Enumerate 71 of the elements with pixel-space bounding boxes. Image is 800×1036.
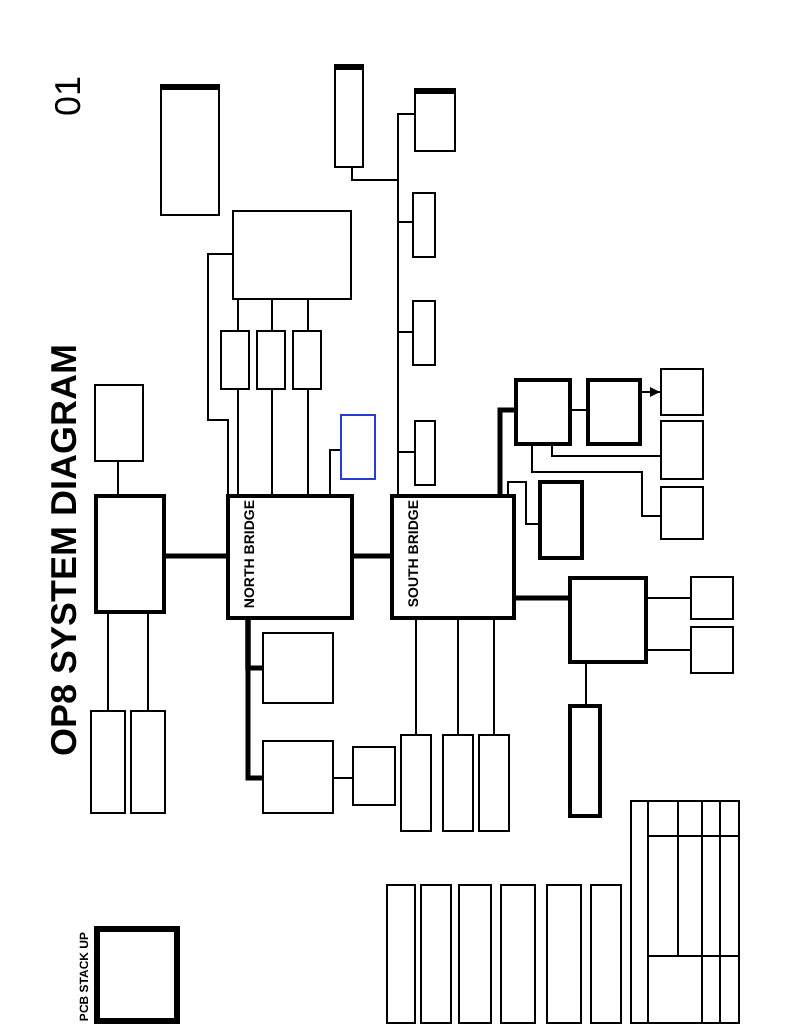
block-box bbox=[352, 746, 396, 806]
block-box bbox=[400, 734, 432, 832]
block-box bbox=[386, 884, 416, 1024]
connector-line bbox=[415, 619, 417, 735]
block-box bbox=[130, 710, 166, 814]
block-box bbox=[458, 884, 492, 1024]
block-box bbox=[442, 734, 474, 832]
block-box bbox=[262, 740, 334, 814]
block-box bbox=[568, 704, 602, 818]
connector-line bbox=[271, 299, 273, 331]
grid-table bbox=[630, 800, 740, 1024]
connector-line bbox=[271, 389, 273, 495]
connector-line bbox=[329, 449, 341, 495]
block-box bbox=[546, 884, 582, 1024]
block-box bbox=[262, 632, 334, 704]
connector-line bbox=[117, 461, 119, 495]
connector-line bbox=[237, 299, 239, 331]
bus-line bbox=[245, 620, 262, 781]
block-box bbox=[334, 64, 364, 168]
connector-line bbox=[641, 387, 661, 397]
block-box bbox=[420, 884, 452, 1024]
bus-line bbox=[497, 407, 514, 494]
block-box bbox=[500, 884, 536, 1024]
block-box bbox=[256, 330, 286, 390]
connector-line bbox=[307, 299, 309, 331]
block-box bbox=[414, 88, 456, 152]
block-box bbox=[568, 576, 648, 664]
block-box bbox=[94, 384, 144, 462]
connector-line bbox=[571, 409, 587, 411]
block-box bbox=[160, 84, 220, 216]
connector-line bbox=[647, 597, 691, 599]
block-box bbox=[538, 480, 584, 560]
block-box bbox=[660, 420, 704, 480]
block-box bbox=[660, 368, 704, 416]
block-box bbox=[90, 710, 126, 814]
block-box bbox=[414, 420, 436, 486]
block-box bbox=[340, 414, 376, 480]
block-box bbox=[94, 494, 166, 614]
bus-line bbox=[516, 595, 568, 601]
connector-line bbox=[397, 451, 415, 495]
block-box bbox=[660, 486, 704, 540]
block-box bbox=[478, 734, 510, 832]
connector-line bbox=[551, 445, 661, 457]
block-box bbox=[220, 330, 250, 390]
block-box bbox=[690, 576, 734, 620]
block-box bbox=[514, 378, 572, 446]
block-box bbox=[292, 330, 322, 390]
block-box bbox=[412, 300, 436, 366]
connector-line bbox=[457, 619, 459, 735]
block-box bbox=[232, 210, 352, 300]
chip-box bbox=[390, 494, 516, 620]
bus-line bbox=[354, 553, 390, 559]
connector-line bbox=[493, 619, 495, 735]
block-box bbox=[412, 192, 436, 258]
bus-line bbox=[166, 553, 226, 559]
connector-line bbox=[647, 649, 691, 651]
page-number: 01 bbox=[50, 76, 86, 117]
block-box bbox=[690, 626, 734, 674]
connector-line bbox=[147, 613, 149, 711]
diagram-title: OP8 SYSTEM DIAGRAM bbox=[46, 344, 82, 757]
block-box bbox=[586, 378, 642, 446]
connector-line bbox=[333, 777, 353, 779]
connector-line bbox=[207, 253, 233, 495]
block-box bbox=[590, 884, 622, 1024]
connector-line bbox=[307, 389, 309, 495]
connector-line bbox=[507, 481, 539, 525]
connector-line bbox=[107, 613, 109, 711]
connector-line bbox=[237, 389, 239, 495]
chip-box bbox=[226, 494, 354, 620]
connector-line bbox=[531, 445, 661, 517]
connector-line bbox=[585, 663, 587, 705]
